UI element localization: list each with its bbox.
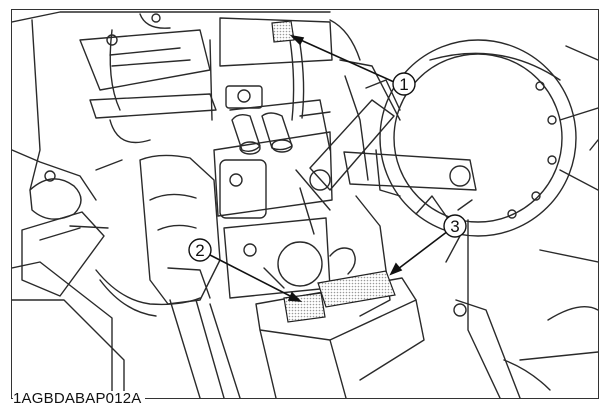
svg-text:1: 1 xyxy=(399,75,408,94)
callout-3: 3 xyxy=(443,214,467,238)
lift-arm xyxy=(343,149,551,398)
callout-2: 2 xyxy=(188,238,212,262)
decal-1 xyxy=(271,20,295,43)
machine-linework xyxy=(12,11,598,398)
callout-1: 1 xyxy=(392,72,416,96)
upper-housing xyxy=(12,11,401,191)
svg-text:2: 2 xyxy=(195,241,204,260)
decal-labels xyxy=(271,20,396,323)
figure-code: 1AGBDABAP012A xyxy=(13,391,145,406)
rear-wheel xyxy=(379,39,598,361)
svg-text:3: 3 xyxy=(450,217,459,236)
decal-3 xyxy=(317,270,396,308)
leader-lines xyxy=(209,34,449,302)
valve-fittings xyxy=(213,85,333,217)
top-link-cylinder xyxy=(295,79,401,235)
left-assembly xyxy=(12,29,201,398)
lever xyxy=(289,39,305,121)
